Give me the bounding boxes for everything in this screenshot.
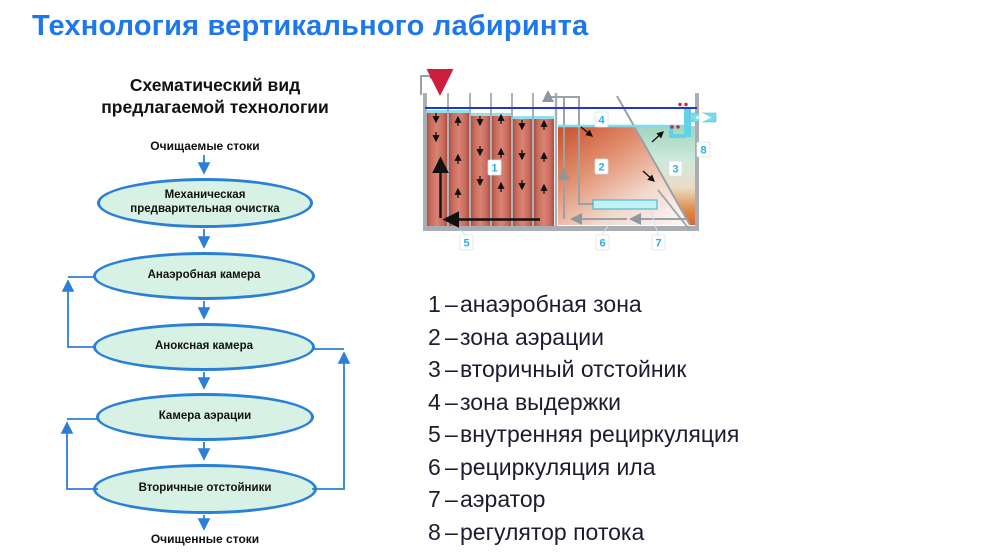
- inlet-pipe: [420, 75, 434, 95]
- loop-clarifiers-to-anoxic: [312, 351, 351, 490]
- legend-item-5: 5 – внутренняя рециркуляция: [428, 418, 739, 451]
- page-title: Технология вертикального лабиринта: [32, 10, 589, 42]
- legend-item-1: 1 – анаэробная зона: [428, 288, 739, 321]
- legend-label: аэратор: [460, 486, 546, 512]
- tank-diagram: 1 2 3 4 5 6 7 8: [420, 68, 717, 251]
- flowchart-heading: Схематический вид предлагаемой технологи…: [60, 74, 370, 118]
- legend-dash: –: [445, 291, 458, 317]
- legend-item-4: 4 – зона выдержки: [428, 386, 739, 419]
- svg-text:8: 8: [700, 145, 706, 157]
- svg-text:2: 2: [598, 162, 604, 174]
- legend-num: 2: [428, 323, 441, 350]
- svg-text:7: 7: [655, 238, 661, 250]
- legend-dash: –: [445, 518, 458, 545]
- flow-regulator: [669, 102, 717, 138]
- legend-num: 1: [428, 291, 441, 317]
- legend-dash: –: [445, 453, 458, 480]
- outlet-slot: [684, 109, 691, 137]
- inlet-arrow-icon: [426, 68, 454, 96]
- legend-item-2: 2 – зона аэрации: [428, 321, 739, 354]
- svg-text:1: 1: [491, 163, 497, 175]
- legend-label: внутренняя рециркуляция: [460, 421, 740, 447]
- flowchart-node-anoxic-chamber: Аноксная камера: [93, 323, 315, 371]
- svg-text:5: 5: [463, 238, 469, 250]
- legend-num: 7: [428, 486, 441, 512]
- legend-num: 8: [428, 518, 441, 545]
- channel-flow-arrows: [432, 113, 548, 198]
- marker-8-flow-regulator: 8: [696, 141, 711, 158]
- svg-text:3: 3: [672, 164, 678, 176]
- loop-clarifiers-to-aeration: [60, 421, 98, 490]
- legend-item-3: 3 – вторичный отстойник: [428, 353, 739, 386]
- clarifier-baffles: [616, 95, 691, 230]
- svg-text:6: 6: [599, 238, 605, 250]
- legend-label: регулятор потока: [460, 518, 645, 545]
- legend-num: 6: [428, 453, 441, 480]
- tank-walls: [423, 93, 699, 231]
- legend-label: вторичный отстойник: [460, 356, 687, 382]
- aerator-bar: [592, 199, 658, 210]
- flowchart-node-mechanical-pretreatment: Механическая предварительная очистка: [97, 178, 313, 228]
- flowchart-heading-line1: Схематический вид: [129, 75, 301, 95]
- flowchart-node-aeration-chamber: Камера аэрации: [96, 393, 314, 441]
- marker-5-internal-recirculation: 5: [459, 234, 474, 251]
- legend-label: зона выдержки: [460, 388, 622, 415]
- flowchart-sink-label: Очищенные стоки: [150, 532, 260, 546]
- legend-dash: –: [445, 421, 458, 447]
- legend-item-6: 6 – рециркуляция ила: [428, 451, 739, 484]
- legend-dash: –: [445, 323, 458, 350]
- marker-leader-lines: [459, 209, 659, 236]
- flowchart-node-secondary-clarifiers: Вторичные отстойники: [93, 464, 317, 514]
- legend: 1 – анаэробная зона 2 – зона аэрации 3 –…: [428, 288, 739, 548]
- flowchart-node-anaerobic-chamber: Анаэробная камера: [93, 252, 315, 300]
- outlet-u-pipe: [669, 125, 686, 138]
- legend-num: 4: [428, 388, 441, 415]
- labyrinth-channels: [427, 110, 554, 226]
- legend-item-8: 8 – регулятор потока: [428, 516, 739, 549]
- valve-icons: [670, 102, 688, 129]
- marker-1-anaerobic-zone: 1: [487, 159, 502, 176]
- marker-2-aeration-zone: 2: [594, 158, 609, 175]
- legend-dash: –: [445, 388, 458, 415]
- tank-markers: 1 2 3 4 5 6 7 8: [459, 111, 711, 251]
- marker-6-sludge-recirculation: 6: [595, 234, 610, 251]
- recirculation-pipes: [420, 75, 688, 225]
- legend-label: рециркуляция ила: [460, 453, 656, 480]
- marker-7-aerator: 7: [651, 234, 666, 251]
- clarifier-zone-3: [634, 126, 695, 225]
- internal-recirculation-arrows: [432, 156, 540, 228]
- legend-dash: –: [445, 356, 458, 382]
- legend-label: зона аэрации: [460, 323, 604, 350]
- legend-num: 3: [428, 356, 441, 382]
- channel-fills: [427, 113, 554, 226]
- svg-text:4: 4: [598, 115, 605, 127]
- legend-label: анаэробная зона: [460, 291, 642, 317]
- legend-dash: –: [445, 486, 458, 512]
- zone-flow-arrows: [580, 126, 664, 182]
- flowchart-heading-line2: предлагаемой технологии: [101, 97, 329, 117]
- legend-num: 5: [428, 421, 441, 447]
- legend-item-7: 7 – аэратор: [428, 483, 739, 516]
- loop-anoxic-to-anaerobic: [61, 279, 96, 348]
- flowchart-source-label: Очищаемые стоки: [150, 139, 260, 153]
- marker-4-holding-zone: 4: [594, 111, 609, 128]
- marker-3-secondary-clarifier: 3: [668, 160, 683, 177]
